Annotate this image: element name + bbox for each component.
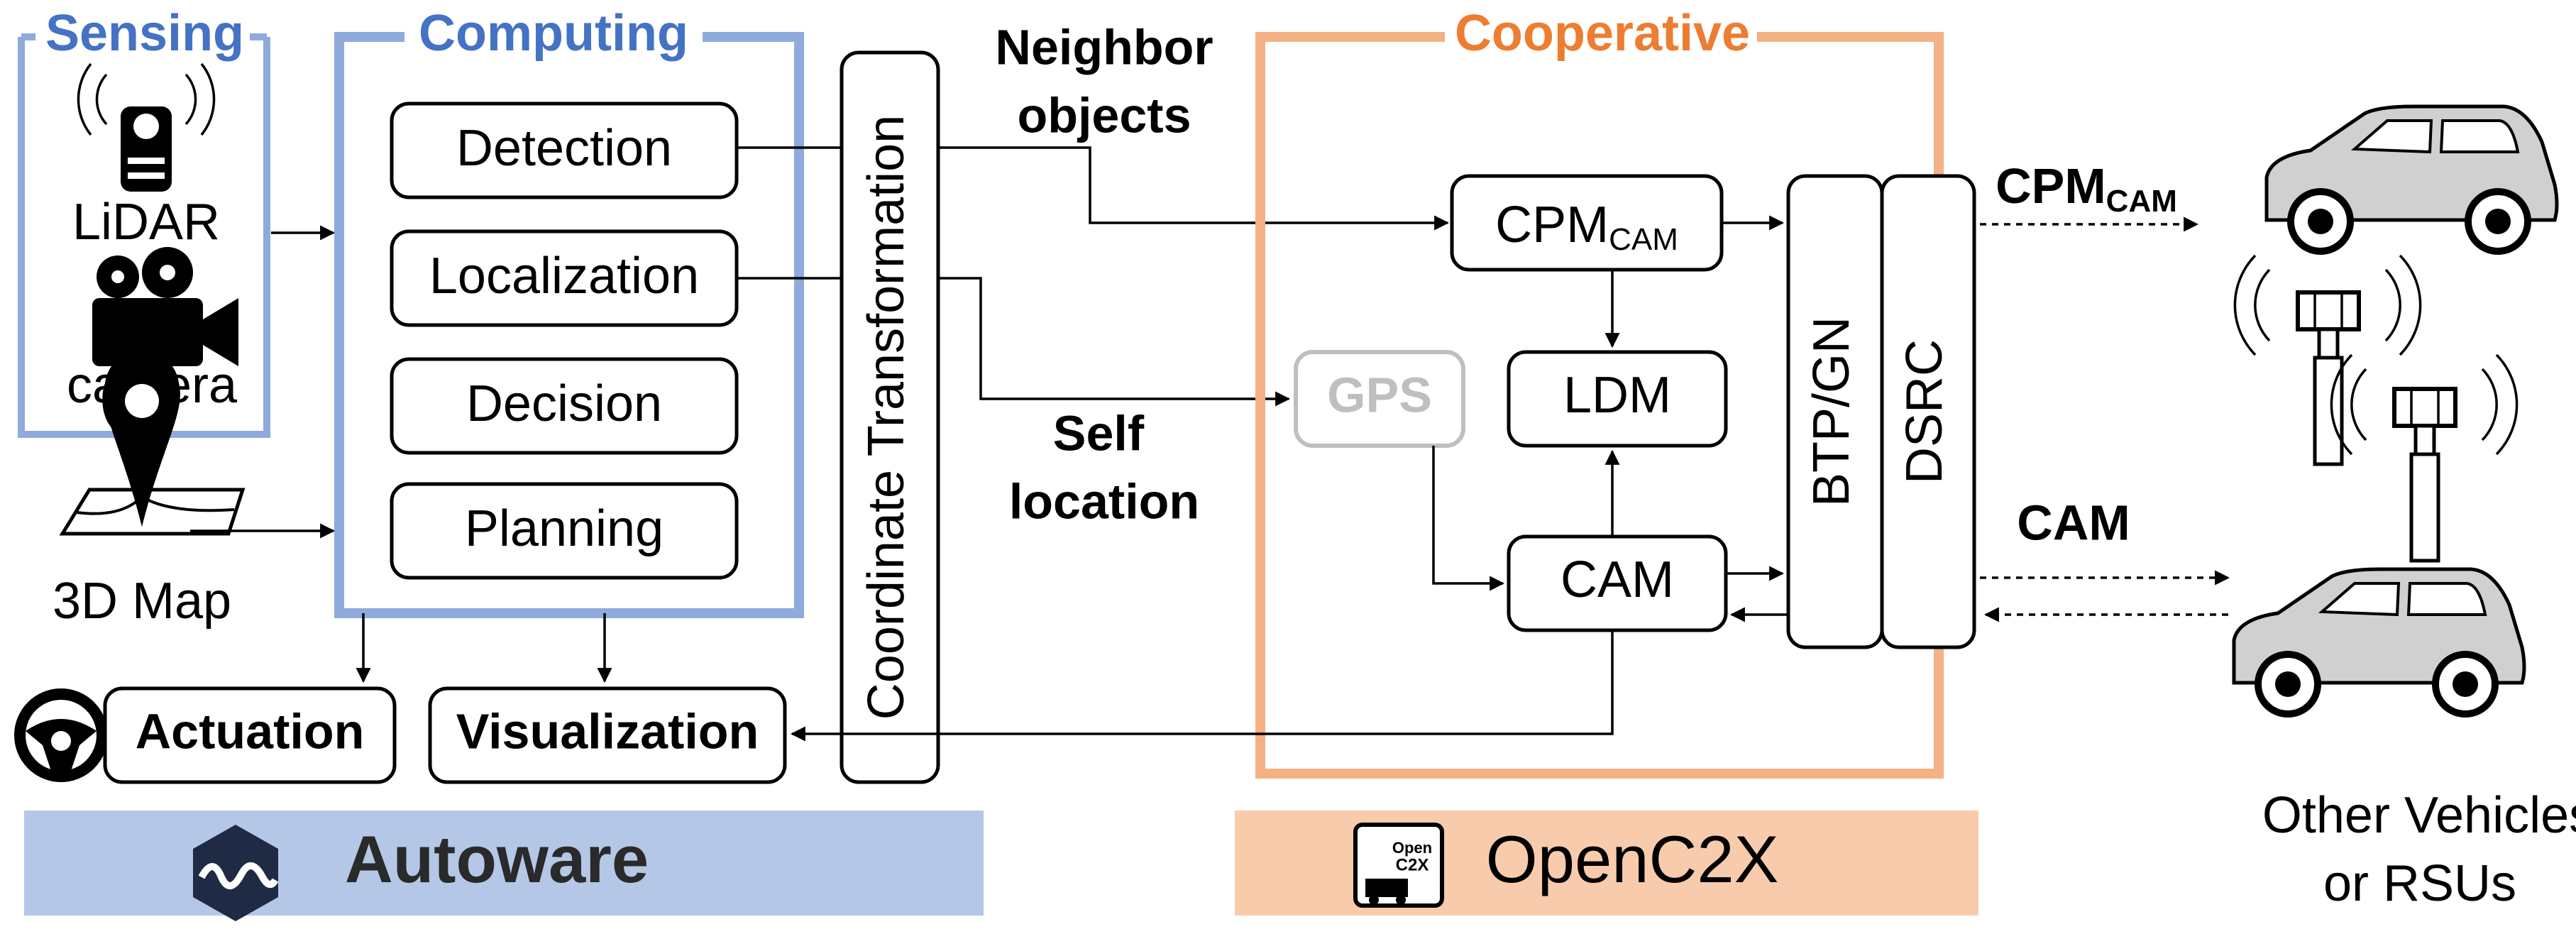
btp-gn-box: BTP/GN <box>1786 174 1884 649</box>
car-icon <box>2264 104 2559 255</box>
autoware-banner: Autoware <box>24 811 984 921</box>
visualization-box: Visualization <box>428 686 787 784</box>
self-label-line2: location <box>1009 473 1199 529</box>
planning-label: Planning <box>465 500 664 557</box>
autoware-label: Autoware <box>345 822 649 896</box>
autoware-logo-icon <box>193 825 279 921</box>
gps-box: GPS <box>1294 350 1465 448</box>
actuation-box: Actuation <box>103 686 397 784</box>
computing-frame <box>334 7 804 618</box>
cpm-box: CPMCAM <box>1450 174 1724 272</box>
cam-label: CAM <box>1561 551 1674 608</box>
coordinate-transformation-box: Coordinate Transformation <box>840 50 940 784</box>
detection-module: Detection <box>390 101 739 199</box>
decision-module: Decision <box>390 357 739 455</box>
sensing-title: Sensing <box>45 5 244 62</box>
map-label: 3D Map <box>53 573 231 630</box>
openc2x-label: OpenC2X <box>1486 822 1779 896</box>
localization-module: Localization <box>390 229 739 327</box>
cpm-message-label: CPMCAM <box>1996 158 2177 218</box>
other-vehicles-line1: Other Vehicles <box>2262 787 2576 844</box>
lidar-icon <box>77 62 216 192</box>
gps-label: GPS <box>1327 367 1432 422</box>
actuation-label: Actuation <box>136 703 365 759</box>
antenna-tower-icon <box>2330 353 2519 563</box>
btp-gn-label: BTP/GN <box>1803 317 1860 507</box>
detection-label: Detection <box>456 120 672 177</box>
neighbor-label-line2: objects <box>1017 87 1191 143</box>
map-pin-icon <box>59 351 246 536</box>
planning-module: Planning <box>390 482 739 580</box>
cpm-label: CPMCAM <box>1495 197 1678 257</box>
decision-label: Decision <box>466 375 662 432</box>
coordinate-transformation-label: Coordinate Transformation <box>858 115 915 720</box>
self-label-line1: Self <box>1053 405 1145 461</box>
visualization-label: Visualization <box>456 703 759 759</box>
dsrc-label: DSRC <box>1896 339 1953 484</box>
ldm-label: LDM <box>1563 367 1671 424</box>
car-icon <box>2232 567 2526 718</box>
neighbor-label-line1: Neighbor <box>995 19 1213 75</box>
dsrc-box: DSRC <box>1880 174 1976 649</box>
openc2x-banner: Open C2X OpenC2X <box>1235 811 1978 916</box>
localization-label: Localization <box>429 248 699 304</box>
cam-box: CAM <box>1507 534 1728 632</box>
ldm-box: LDM <box>1507 350 1728 448</box>
camera-icon <box>92 247 238 366</box>
antenna-tower-icon <box>2233 254 2422 466</box>
openc2x-logo-line2: C2X <box>1396 855 1429 874</box>
openc2x-logo-icon: Open C2X <box>1353 823 1444 908</box>
cooperative-title: Cooperative <box>1455 5 1750 62</box>
openc2x-logo-line1: Open <box>1392 839 1432 857</box>
lidar-label: LiDAR <box>72 194 220 251</box>
other-vehicles-line2: or RSUs <box>2323 855 2516 912</box>
steering-wheel-icon <box>14 688 108 782</box>
cam-message-label: CAM <box>2017 495 2130 550</box>
computing-title: Computing <box>419 5 688 62</box>
